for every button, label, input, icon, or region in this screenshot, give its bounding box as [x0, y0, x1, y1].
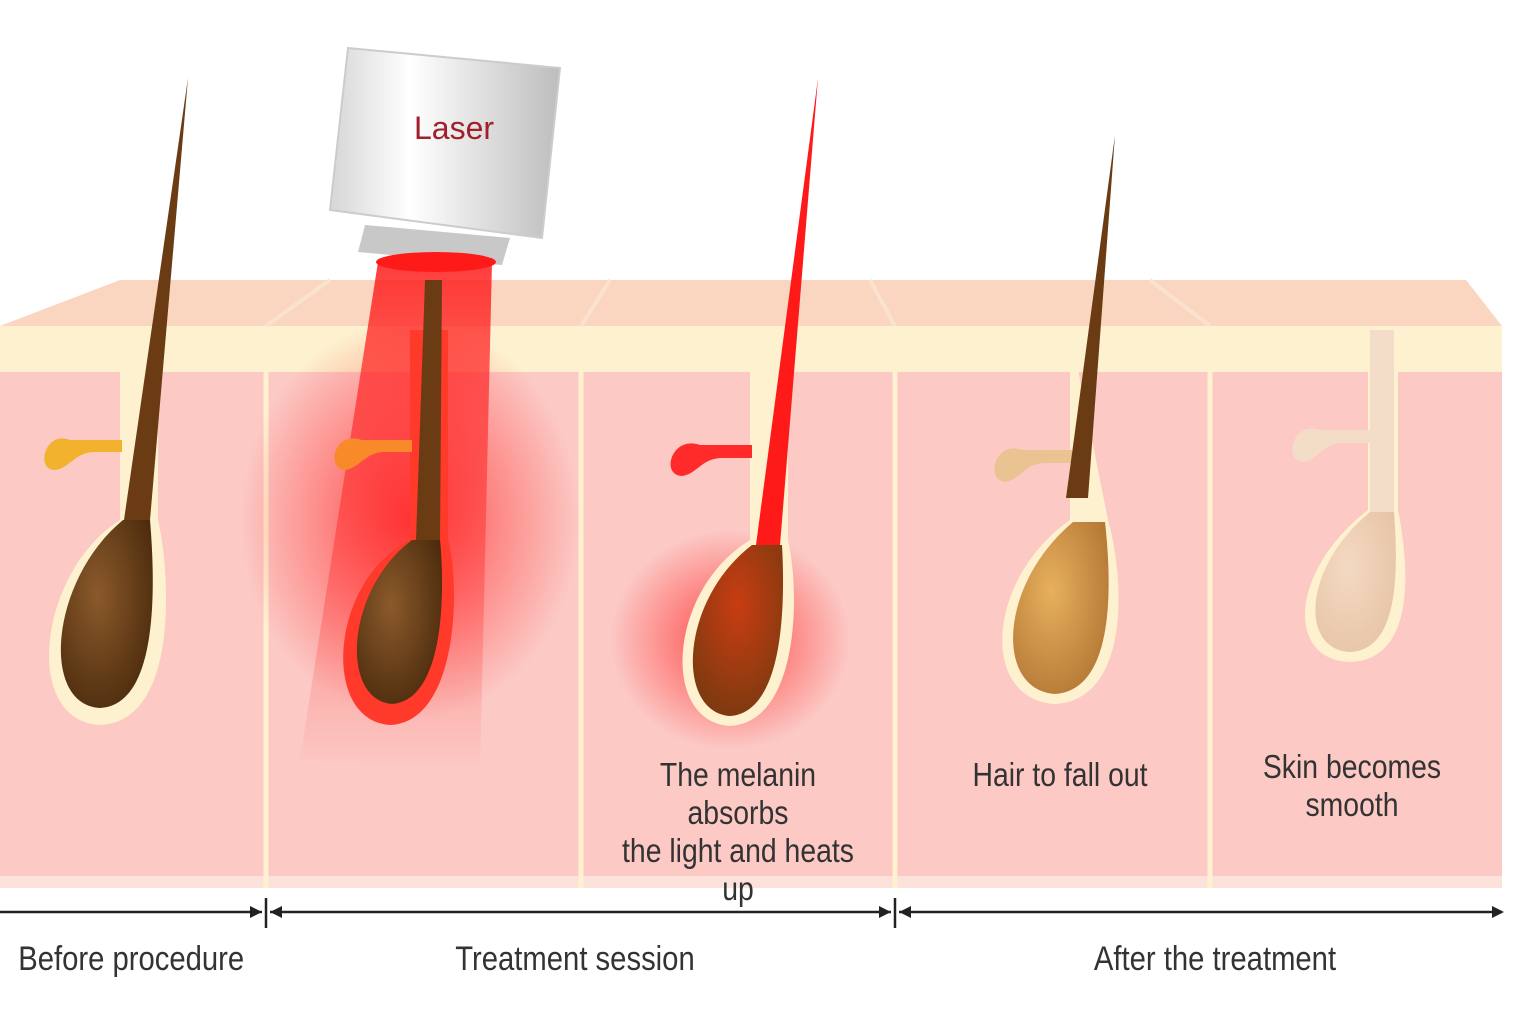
sebaceous-gland	[334, 438, 412, 470]
caption-melanin: The melanin absorbs the light and heats …	[622, 756, 854, 907]
phase-treatment-session: Treatment session	[455, 940, 695, 978]
follicle-bulb	[60, 520, 153, 708]
follicle-bulb	[1315, 512, 1396, 652]
hair-shaft	[416, 280, 442, 540]
laser-device-body	[328, 46, 562, 240]
skin-bottom-edge	[0, 876, 1502, 888]
follicle-before	[44, 78, 188, 725]
follicle-fall-out	[994, 135, 1119, 704]
follicle-laser	[240, 262, 580, 770]
sebaceous-gland	[670, 443, 752, 476]
sebaceous-gland	[1292, 428, 1370, 462]
laser-emitter	[376, 252, 496, 272]
follicle-bulb	[692, 545, 784, 716]
phase-after-treatment: After the treatment	[1093, 940, 1337, 978]
phase-before-procedure: Before procedure	[18, 940, 245, 978]
sebaceous-gland	[44, 438, 122, 470]
empty-follicle-canal	[1370, 330, 1394, 512]
caption-fall-out: Hair to fall out	[972, 756, 1148, 793]
skin-top-surface	[0, 280, 1502, 326]
sebaceous-gland	[994, 448, 1072, 482]
hair-shaft	[1066, 135, 1115, 498]
laser-device	[328, 46, 562, 272]
follicle-bulb	[356, 540, 443, 704]
top-dividers	[264, 278, 1212, 328]
hair-shaft	[756, 78, 818, 545]
timeline	[0, 898, 1504, 928]
laser-label: Laser	[414, 110, 495, 146]
follicle-melanin	[610, 78, 850, 750]
follicle-bulb	[1013, 522, 1109, 694]
follicle-smooth	[1292, 330, 1406, 662]
hair-shaft	[124, 78, 188, 520]
caption-smooth: Skin becomes smooth	[1262, 748, 1442, 823]
